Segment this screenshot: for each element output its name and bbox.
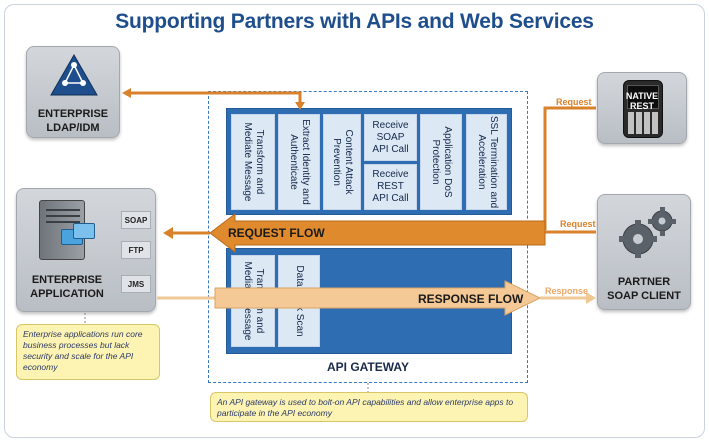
gateway-to-app-arrowhead [163,227,173,239]
gears-icon [619,207,676,258]
request-module-transform: Transform and Mediate Message [231,114,275,210]
ldap-arrowhead-left [122,88,131,98]
response-flow-arrow [214,280,542,316]
request-flow-label: REQUEST FLOW [228,226,325,240]
diagram-title: Supporting Partners with APIs and Web Se… [115,10,594,33]
response-flow-label: RESPONSE FLOW [418,292,524,306]
protocol-ftp: FTP [121,241,151,259]
request-module-content-attack: Content Attack Prevention [323,114,361,210]
enterprise-ldap-label: ENTERPRISE LDAP/IDM [37,108,109,134]
request-module-ssl: SSL Termination and Acceleration [466,114,507,210]
directory-tree-icon [50,53,98,96]
api-gateway-note: An API gateway is used to bolt-on API ca… [210,392,528,422]
native-rest-box: NATIVE REST [597,72,687,144]
request-soap-label: Request [560,219,596,229]
partner-soap-label: PARTNER SOAP CLIENT [607,276,681,302]
request-rest-label: Request [556,97,592,107]
enterprise-app-box: SOAP FTP JMS ENTERPRISE APPLICATION [16,188,156,312]
enterprise-app-label: ENTERPRISE APPLICATION [30,274,104,300]
phone-icon [623,80,663,138]
response-label: Response [545,286,589,296]
request-module-extract-identity: Extract Identity and Authenticate [278,114,320,210]
receive-soap-box: Receive SOAP API Call [364,114,417,161]
protocol-jms: JMS [121,275,151,293]
partner-soap-box: PARTNER SOAP CLIENT [597,194,691,310]
receive-rest-box: Receive REST API Call [364,164,417,210]
app-windows-icon [61,223,97,251]
api-gateway-label: API GATEWAY [326,360,409,374]
ldap-arrowhead-down [295,102,305,110]
enterprise-app-note: Enterprise applications run core busines… [16,324,160,380]
request-module-dos: Application DoS Protection [420,114,462,210]
enterprise-ldap-box: ENTERPRISE LDAP/IDM [26,46,120,138]
request-flow-arrow [209,212,546,254]
native-rest-label: NATIVE REST [625,91,659,111]
ldap-connector [128,91,302,106]
rest-request-connector [543,106,596,230]
response-arrowhead [586,292,596,304]
protocol-soap: SOAP [121,211,151,229]
